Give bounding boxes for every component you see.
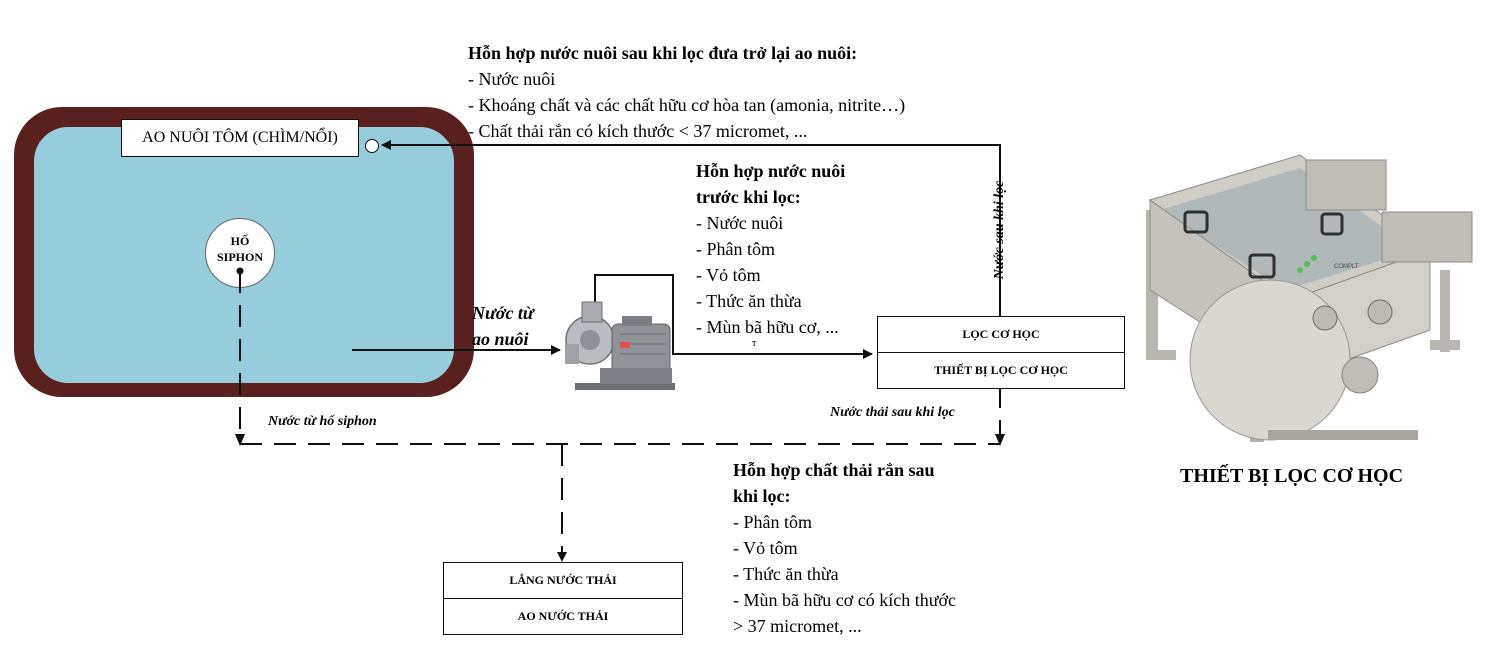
before-filter-item: - Vỏ tôm — [696, 265, 761, 285]
filter-box-row-1: LỌC CƠ HỌC — [962, 327, 1040, 341]
return-mixture-item: - Khoáng chất và các chất hữu cơ hòa tan… — [468, 95, 906, 115]
stray-mark: т — [752, 338, 757, 349]
pump-illustration — [565, 301, 675, 390]
arrow-pump-to-filter — [594, 274, 873, 359]
filter-box-row-2: THIẾT BỊ LỌC CƠ HỌC — [878, 352, 1124, 388]
waste-pond-arrowhead — [557, 552, 567, 562]
return-mixture-block: Hỗn hợp nước nuôi sau khi lọc đưa trở lạ… — [468, 40, 905, 144]
from-siphon-label: Nước từ hố siphon — [268, 414, 377, 429]
return-mixture-item: - Chất thải rắn có kích thước < 37 micro… — [468, 121, 808, 141]
solid-waste-block: Hỗn hợp chất thải rắn sau khi lọc: - Phâ… — [733, 457, 956, 639]
filter-waste-arrowhead — [995, 434, 1005, 446]
solid-waste-item: - Mùn bã hữu cơ có kích thước — [733, 590, 956, 610]
before-filter-item: - Phân tôm — [696, 239, 775, 259]
filter-box: LỌC CƠ HỌC THIẾT BỊ LỌC CƠ HỌC — [877, 316, 1125, 389]
from-pond-label-2: ao nuôi — [472, 329, 529, 349]
device-brand-label: COMPLT — [1334, 264, 1359, 270]
pond-outlet-marker — [365, 139, 379, 153]
siphon-label-2: SIPHON — [216, 250, 263, 264]
before-filter-block: Hỗn hợp nước nuôi trước khi lọc: - Nước … — [696, 158, 845, 340]
after-filter-water-label: Nước sau khi lọc — [992, 180, 1007, 280]
solid-waste-title-1: Hỗn hợp chất thải rắn sau — [733, 460, 935, 480]
pond-label: AO NUÔI TÔM (CHÌM/NỔI) — [121, 119, 359, 157]
waste-after-filter-label: Nước thải sau khi lọc — [830, 405, 955, 420]
waste-box-row-2: AO NƯỚC THẢI — [444, 598, 682, 634]
siphon-label-1: HỐ — [230, 234, 250, 248]
return-mixture-item: - Nước nuôi — [468, 69, 556, 89]
waste-box-row-1: LẮNG NƯỚC THẢI — [509, 573, 617, 587]
solid-waste-item: > 37 micromet, ... — [733, 616, 862, 636]
waste-box: LẮNG NƯỚC THẢI AO NƯỚC THẢI — [443, 562, 683, 635]
filter-device-illustration — [1146, 154, 1473, 442]
siphon-down-arrowhead — [235, 434, 245, 446]
device-caption: THIẾT BỊ LỌC CƠ HỌC — [1180, 465, 1404, 487]
arrow-filter-to-pond — [381, 140, 1001, 316]
before-filter-title-1: Hỗn hợp nước nuôi — [696, 161, 846, 181]
solid-waste-title-2: khi lọc: — [733, 486, 791, 506]
before-filter-title-2: trước khi lọc: — [696, 187, 801, 207]
before-filter-item: - Mùn bã hữu cơ, ... — [696, 317, 839, 337]
before-filter-item: - Nước nuôi — [696, 213, 784, 233]
from-pond-label: Nước từ ao nuôi — [472, 300, 534, 352]
solid-waste-item: - Thức ăn thừa — [733, 564, 839, 584]
before-filter-item: - Thức ăn thừa — [696, 291, 802, 311]
return-mixture-title: Hỗn hợp nước nuôi sau khi lọc đưa trở lạ… — [468, 43, 858, 63]
solid-waste-item: - Phân tôm — [733, 512, 812, 532]
solid-waste-item: - Vỏ tôm — [733, 538, 798, 558]
from-pond-label-1: Nước từ — [472, 303, 534, 323]
